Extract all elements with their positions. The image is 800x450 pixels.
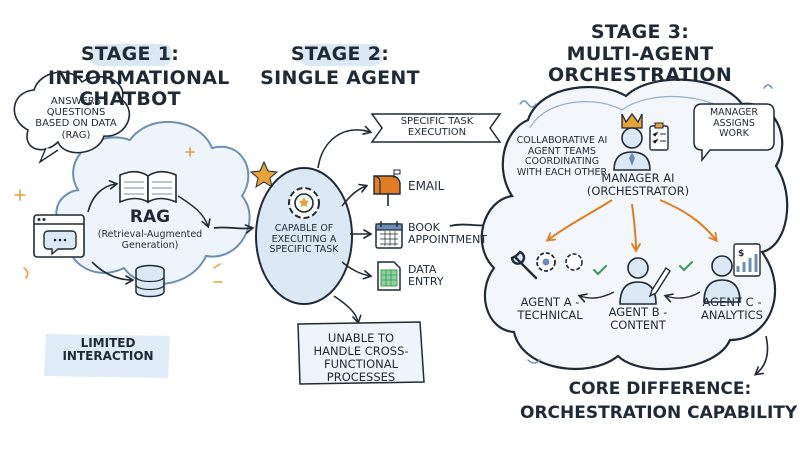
calendar-icon bbox=[375, 221, 403, 249]
star-icon bbox=[249, 160, 279, 189]
chart-icon bbox=[733, 243, 761, 277]
task-data-label: DATA ENTRY bbox=[408, 263, 444, 289]
arrow-manager-to-agent-a bbox=[545, 199, 613, 242]
squiggle-decorations bbox=[519, 84, 773, 364]
manager-bubble bbox=[693, 103, 775, 163]
arrow-to-data bbox=[341, 261, 373, 280]
task-banner bbox=[370, 113, 502, 143]
agent-c-icon: $ bbox=[703, 243, 761, 303]
rag-title: RAG bbox=[129, 207, 171, 227]
arrow-manager-to-agent-c bbox=[659, 199, 718, 243]
arrow-stage1-to-stage2 bbox=[213, 224, 255, 234]
check-icon-b bbox=[678, 260, 694, 272]
manager-label: MANAGER AI (ORCHESTRATOR) bbox=[586, 171, 690, 198]
stage1-loop-arrow-top bbox=[87, 180, 119, 213]
stage3-label: STAGE 3: bbox=[590, 21, 690, 43]
arrow-manager-to-agent-b bbox=[631, 203, 641, 253]
stage1-bubble-text: ANSWERS QUESTIONS BASED ON DATA (RAG) bbox=[35, 96, 117, 141]
manager-bubble-text: MANAGER ASSIGNS WORK bbox=[709, 107, 759, 140]
arrow-agent-b-to-a bbox=[577, 291, 615, 303]
agent-a-label: AGENT A - TECHNICAL bbox=[517, 295, 583, 322]
mailbox-icon bbox=[373, 169, 401, 206]
chat-window-icon bbox=[33, 214, 85, 258]
agent-c-label: AGENT C - ANALYTICS bbox=[701, 295, 763, 322]
core-difference-line1: CORE DIFFERENCE: bbox=[568, 379, 752, 399]
manager-ai-icon bbox=[613, 112, 651, 171]
check-icon-a bbox=[592, 264, 608, 276]
task-banner-text: SPECIFIC TASK EXECUTION bbox=[400, 116, 474, 139]
agent-gear-icon bbox=[288, 187, 320, 219]
svg-text:$: $ bbox=[738, 249, 744, 259]
agent-b-icon bbox=[619, 257, 671, 305]
stage1-limited-highlight bbox=[44, 334, 170, 378]
arrow-to-core bbox=[753, 335, 769, 376]
agent-circle-text: CAPABLE OF EXECUTING A SPECIFIC TASK bbox=[269, 223, 339, 256]
stage2-title: SINGLE AGENT bbox=[260, 67, 420, 89]
stage1-loop-arrow-bottom bbox=[91, 261, 135, 285]
rag-subtitle: (Retrieval-Augmented Generation) bbox=[97, 229, 203, 251]
sparkle-decorations bbox=[14, 147, 223, 283]
stage1-loop-arrow-right bbox=[177, 195, 211, 229]
task-book-label: BOOK APPOINTMENT bbox=[408, 221, 488, 247]
stage2-label-highlight bbox=[300, 44, 382, 66]
stage2-agent-circle bbox=[255, 167, 353, 305]
wrench-gear-icon bbox=[510, 250, 583, 280]
stage2-limit-text: UNABLE TO HANDLE CROSS-FUNCTIONAL PROCES… bbox=[313, 331, 409, 384]
stage1-answers-bubble bbox=[13, 71, 131, 154]
arrow-agent-c-to-b bbox=[663, 291, 701, 303]
collab-text: COLLABORATIVE AI AGENT TEAMS COORDINATIN… bbox=[516, 135, 608, 178]
spreadsheet-icon bbox=[377, 261, 401, 291]
stage1-limit-text: LIMITED INTERACTION bbox=[62, 336, 154, 364]
task-email-label: EMAIL bbox=[408, 179, 445, 193]
database-icon bbox=[135, 264, 165, 298]
arrow-to-banner bbox=[317, 125, 373, 169]
agent-b-label: AGENT B - CONTENT bbox=[608, 305, 668, 332]
core-difference-line2: ORCHESTRATION CAPABILITY bbox=[520, 403, 798, 423]
stage1-label-highlight bbox=[90, 44, 172, 66]
stage2-limit-box bbox=[297, 321, 425, 385]
stage1-label: STAGE 1: bbox=[80, 43, 180, 65]
stage2-label: STAGE 2: bbox=[290, 43, 390, 65]
book-icon bbox=[119, 170, 177, 204]
arrow-to-limit bbox=[333, 295, 362, 325]
stage1-title: INFORMATIONAL CHATBOT bbox=[48, 67, 230, 111]
pen-icon bbox=[648, 266, 671, 298]
clipboard-icon bbox=[649, 122, 669, 151]
stage3-title: MULTI-AGENT ORCHESTRATION bbox=[547, 43, 733, 87]
arrow-to-email bbox=[341, 183, 369, 207]
